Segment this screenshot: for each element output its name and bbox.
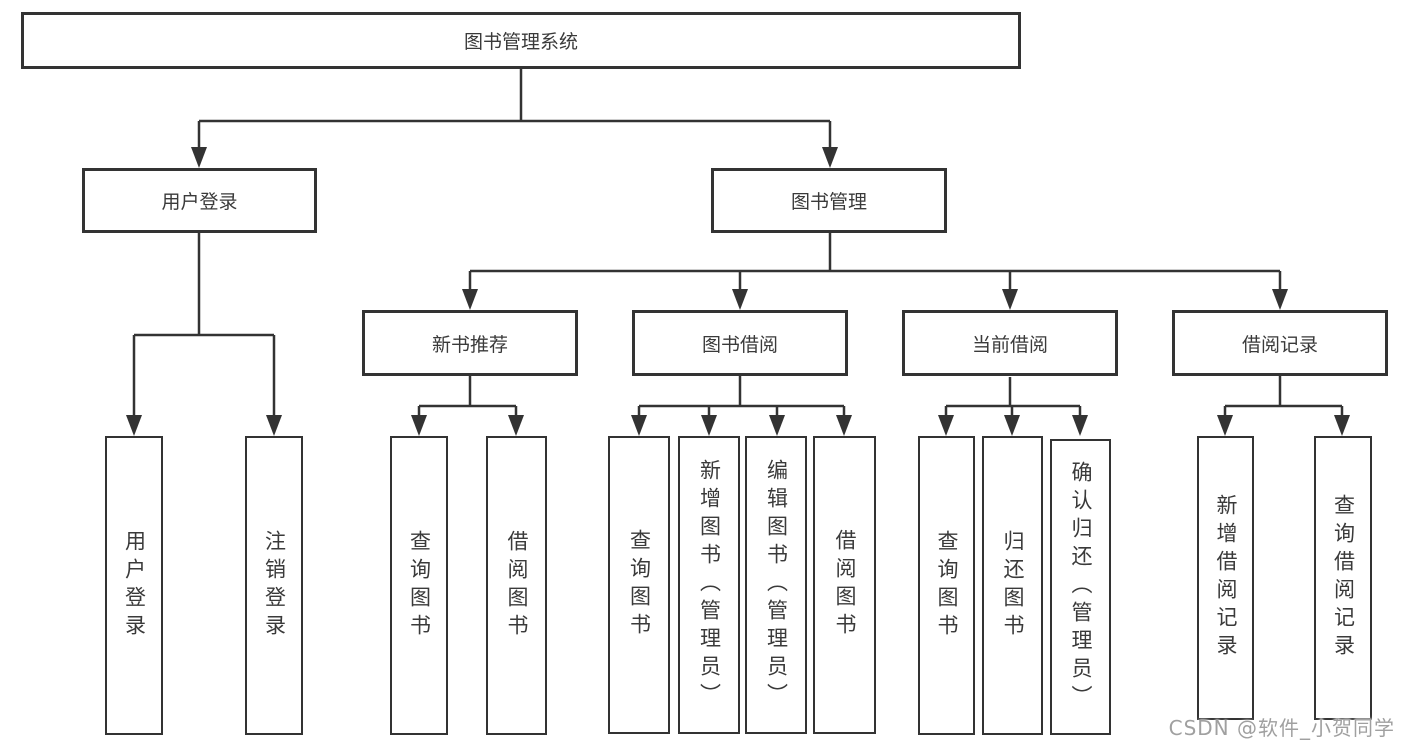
arrowhead-down-icon [191, 147, 207, 168]
arrowhead-down-icon [411, 415, 427, 436]
node-label: 用户登录 [122, 529, 147, 642]
node-book-management: 图书管理 [711, 168, 947, 233]
node-label: 借阅图书 [833, 529, 857, 641]
node-label: 借阅记录 [1241, 333, 1318, 356]
node-current-borrowing: 当前借阅 [902, 310, 1118, 376]
leaf-query-books-3: 查询图书 [918, 436, 975, 735]
arrowhead-down-icon [126, 415, 142, 436]
connector-bookmgmt-to-level3 [468, 233, 1282, 291]
node-label: 图书借阅 [701, 333, 778, 356]
node-label: 新增借阅记录 [1214, 494, 1238, 662]
node-label: 当前借阅 [971, 333, 1048, 356]
leaf-add-book-admin: 新增图书（管理员） [678, 436, 740, 734]
arrowhead-down-icon [769, 415, 785, 436]
node-label: 查询图书 [627, 529, 652, 641]
node-label: 注销登录 [262, 529, 287, 642]
node-book-borrowing: 图书借阅 [632, 310, 848, 376]
connector-currentborrow-to-leaves [944, 377, 1082, 417]
arrowhead-down-icon [462, 289, 478, 310]
connector-root-to-level2 [197, 66, 832, 149]
leaf-user-login: 用户登录 [105, 436, 163, 735]
connector-borrowrecord-to-leaves [1223, 376, 1344, 417]
node-label: 编辑图书（管理员） [764, 459, 789, 711]
arrowhead-down-icon [508, 415, 524, 436]
node-label: 查询图书 [935, 529, 959, 642]
arrowhead-down-icon [701, 415, 717, 436]
arrowhead-down-icon [938, 415, 954, 436]
arrowhead-down-icon [631, 415, 647, 436]
node-label: 归还图书 [1001, 529, 1025, 642]
node-label: 图书管理 [790, 191, 867, 213]
node-borrowing-records: 借阅记录 [1172, 310, 1388, 376]
arrowheads [126, 147, 1350, 436]
arrowhead-down-icon [1217, 415, 1233, 436]
node-label: 图书管理系统 [463, 31, 578, 53]
node-label: 新书推荐 [431, 333, 508, 356]
arrowhead-down-icon [822, 147, 838, 168]
node-user-login: 用户登录 [82, 168, 317, 233]
node-label: 查询借阅记录 [1331, 494, 1356, 662]
leaf-query-books-1: 查询图书 [390, 436, 448, 735]
arrowhead-down-icon [1272, 289, 1288, 310]
csdn-watermark: CSDN @软件_小贺同学 [1168, 716, 1395, 740]
connector-bookborrow-to-leaves [637, 376, 846, 417]
leaf-confirm-return-admin: 确认归还（管理员） [1050, 439, 1111, 735]
leaf-borrow-books-2: 借阅图书 [813, 436, 876, 734]
connector-userlogin-to-leaves [132, 233, 276, 417]
node-label: 借阅图书 [505, 529, 529, 642]
node-root: 图书管理系统 [21, 12, 1021, 69]
arrowhead-down-icon [1002, 289, 1018, 310]
node-label: 新增图书（管理员） [697, 459, 722, 711]
leaf-query-books-2: 查询图书 [608, 436, 670, 734]
leaf-borrow-books-1: 借阅图书 [486, 436, 547, 735]
arrowhead-down-icon [1334, 415, 1350, 436]
connector-newbookrec-to-leaves [417, 376, 518, 417]
leaf-add-borrow-record: 新增借阅记录 [1197, 436, 1254, 720]
arrowhead-down-icon [836, 415, 852, 436]
node-label: 用户登录 [161, 191, 238, 213]
leaf-logout: 注销登录 [245, 436, 303, 735]
node-new-book-recommendation: 新书推荐 [362, 310, 578, 376]
node-label: 查询图书 [407, 529, 432, 642]
node-label: 确认归还（管理员） [1069, 461, 1093, 713]
leaf-edit-book-admin: 编辑图书（管理员） [745, 436, 807, 734]
leaf-query-borrow-record: 查询借阅记录 [1314, 436, 1372, 720]
arrowhead-down-icon [1072, 415, 1088, 436]
arrowhead-down-icon [1004, 415, 1020, 436]
leaf-return-book: 归还图书 [982, 436, 1043, 735]
arrowhead-down-icon [266, 415, 282, 436]
arrowhead-down-icon [732, 289, 748, 310]
